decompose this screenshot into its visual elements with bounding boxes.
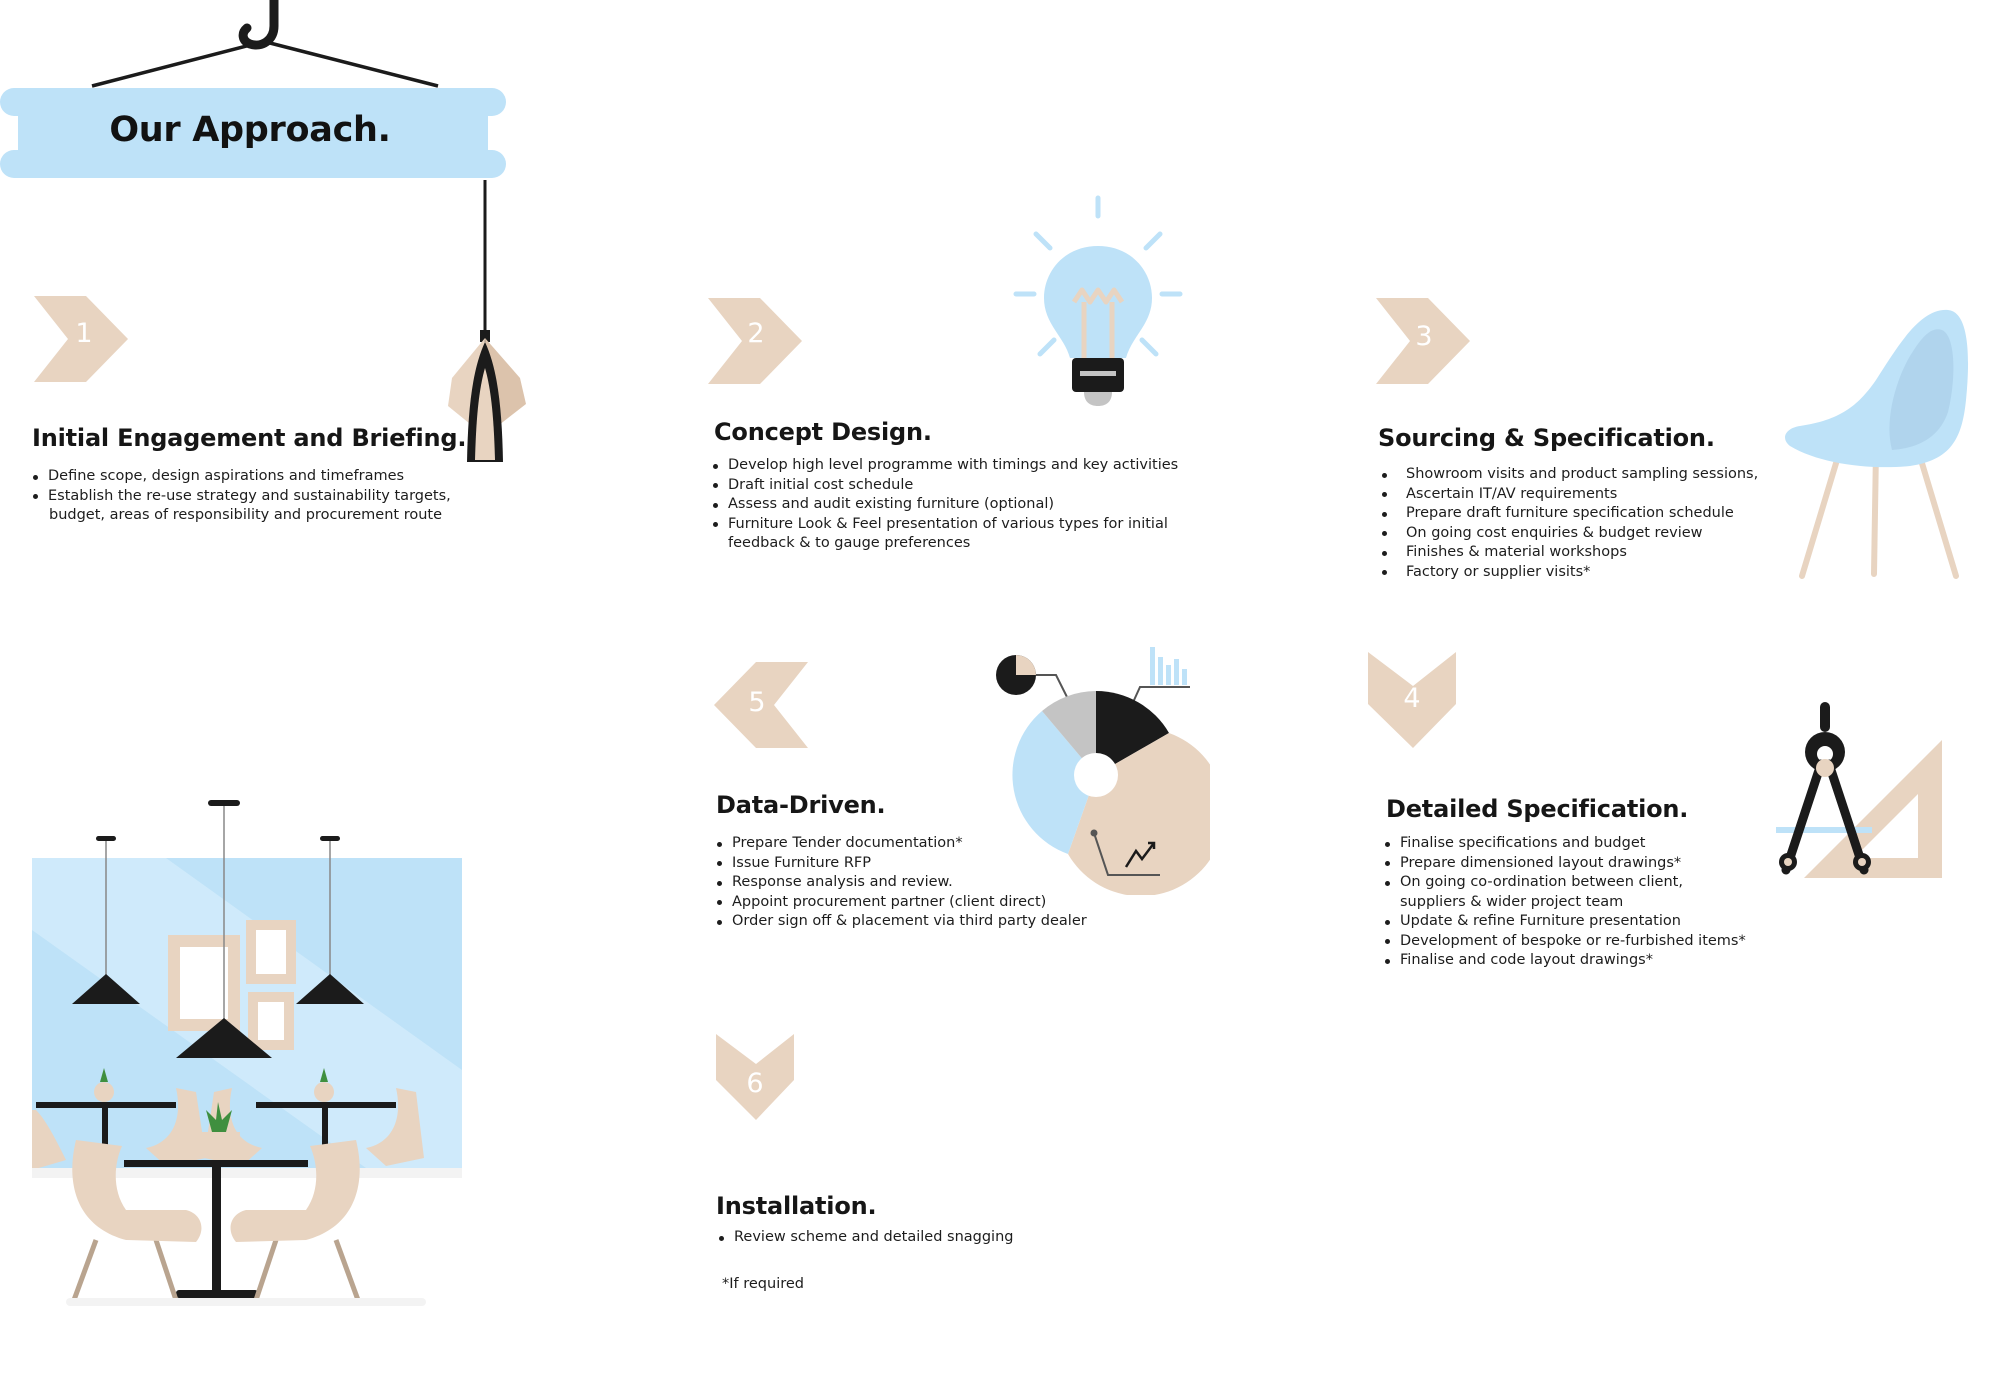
step-5-number: 5 [748, 687, 766, 718]
step-1-number: 1 [75, 318, 93, 349]
step-6-number: 6 [746, 1068, 764, 1099]
footnote: *If required [722, 1276, 804, 1292]
step-2-number: 2 [747, 318, 765, 349]
chair-icon [1785, 309, 1969, 579]
step-3-title: Sourcing & Specification. [1378, 424, 1715, 452]
step-2-chevron-icon [708, 298, 802, 384]
list-item: On going cost enquiries & budget review [1378, 524, 1758, 544]
step-3-number: 3 [1415, 321, 1433, 352]
step-5-bullets: Prepare Tender documentation* Issue Furn… [716, 834, 1087, 932]
step-1-bullets: Define scope, design aspirations and tim… [32, 467, 451, 526]
pie-chart-icon [996, 647, 1210, 895]
step-5-chevron-icon [714, 662, 808, 748]
list-item: Develop high level programme with timing… [712, 456, 1178, 476]
light-bulb-icon [1013, 195, 1183, 406]
drafting-tools [1776, 702, 1942, 878]
pendant-lamp-icon [448, 180, 526, 462]
cafe-illustration [32, 800, 462, 1306]
list-item: Update & refine Furniture presentation [1384, 912, 1746, 932]
list-item: Order sign off & placement via third par… [716, 912, 1087, 932]
list-item: Review scheme and detailed snagging [718, 1228, 1013, 1248]
list-item: Establish the re-use strategy and sustai… [32, 487, 451, 507]
banner-plate [0, 88, 506, 178]
list-item: Appoint procurement partner (client dire… [716, 893, 1087, 913]
list-item: Ascertain IT/AV requirements [1378, 485, 1758, 505]
list-item: Response analysis and review. [716, 873, 1087, 893]
step-6-chevron-icon [716, 1034, 794, 1120]
list-item: Issue Furniture RFP [716, 854, 1087, 874]
list-item: Furniture Look & Feel presentation of va… [712, 515, 1178, 535]
list-item: Prepare dimensioned layout drawings* [1384, 854, 1746, 874]
list-item: budget, areas of responsibility and proc… [49, 507, 443, 523]
list-item: Define scope, design aspirations and tim… [32, 467, 451, 487]
compass-icon [1779, 702, 1871, 875]
step-3-chevron-icon [1376, 298, 1470, 384]
step-1-chevron-icon [34, 296, 128, 382]
list-item: Showroom visits and product sampling ses… [1378, 465, 1758, 485]
list-item: feedback & to gauge preferences [728, 535, 971, 551]
step-4-number: 4 [1403, 683, 1421, 714]
hanging-banner [0, 0, 526, 462]
list-item: Finalise and code layout drawings* [1384, 951, 1746, 971]
hook-icon [91, 0, 439, 88]
list-item: On going co-ordination between client, [1384, 873, 1746, 893]
list-item: Factory or supplier visits* [1378, 563, 1758, 583]
list-item: Finalise specifications and budget [1384, 834, 1746, 854]
step-3-bullets: Showroom visits and product sampling ses… [1378, 465, 1758, 582]
list-item: Assess and audit existing furniture (opt… [712, 495, 1178, 515]
list-item: Prepare draft furniture specification sc… [1378, 504, 1758, 524]
page-title: Our Approach. [109, 110, 391, 150]
step-6-bullets: Review scheme and detailed snagging [718, 1228, 1013, 1248]
step-6-title: Installation. [716, 1192, 877, 1220]
set-square-icon [1804, 740, 1942, 878]
step-1-title: Initial Engagement and Briefing. [32, 424, 467, 452]
list-item: Finishes & material workshops [1378, 543, 1758, 563]
step-4-chevron-icon [1368, 652, 1456, 748]
step-2-bullets: Develop high level programme with timing… [712, 456, 1178, 554]
step-4-bullets: Finalise specifications and budget Prepa… [1384, 834, 1746, 971]
step-4-title: Detailed Specification. [1386, 795, 1689, 823]
list-item: suppliers & wider project team [1400, 893, 1624, 910]
list-item: Prepare Tender documentation* [716, 834, 1087, 854]
list-item: Development of bespoke or re-furbished i… [1384, 932, 1746, 952]
step-2-title: Concept Design. [714, 418, 932, 446]
step-5-title: Data-Driven. [716, 791, 886, 819]
list-item: Draft initial cost schedule [712, 476, 1178, 496]
